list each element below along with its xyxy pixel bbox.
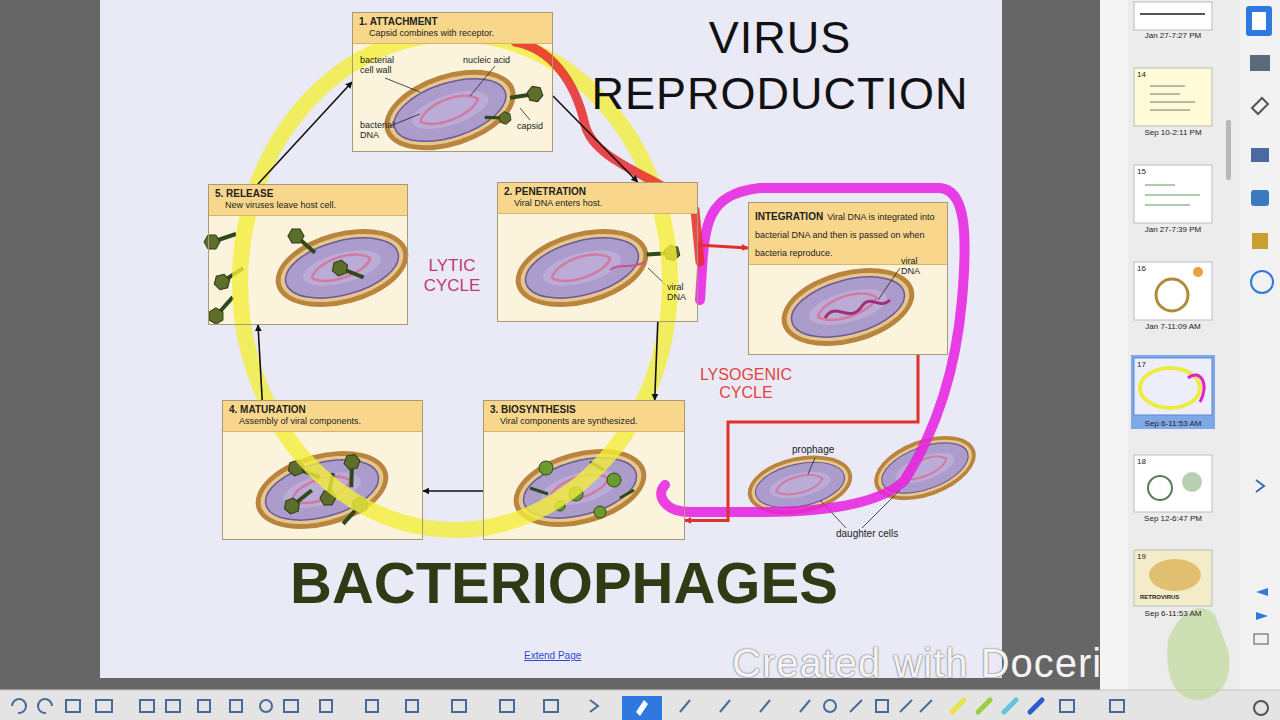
subject-heading: BACTERIOPHAGES (290, 550, 838, 617)
slide-date: Sep 10-2:11 PM (1130, 128, 1216, 137)
slide-date: Sep 6-11:53 AM (1130, 609, 1216, 618)
part-label: bacterial DNA (360, 120, 406, 141)
stage-description: Viral DNA enters host. (504, 198, 691, 209)
slide-date: Jan 27-7:27 PM (1130, 31, 1216, 40)
box-header: 5. RELEASENew viruses leave host cell. (209, 185, 407, 216)
cycle-arrow (258, 82, 352, 184)
slide-date: Sep 6-11:53 AM (1130, 419, 1216, 428)
cycle-label: LYTIC CYCLE (416, 256, 488, 295)
slide-number: 18 (1137, 457, 1146, 466)
box-header: 1. ATTACHMENTCapsid combines with recept… (353, 13, 552, 44)
part-label: viral DNA (901, 256, 931, 277)
cycle-arrow (698, 245, 748, 248)
part-label: viral DNA (667, 282, 697, 303)
stage-heading: 2. PENETRATION (504, 186, 691, 198)
part-label: capsid (517, 121, 543, 131)
slide-number: 14 (1137, 70, 1146, 79)
slide-date: Jan 27-7:39 PM (1130, 225, 1216, 234)
part-label: daughter cells (836, 528, 898, 540)
slide-number: 15 (1137, 167, 1146, 176)
stage-description: Viral components are synthesized. (490, 416, 678, 427)
cycle-arrow (655, 322, 658, 400)
stage-heading: 3. BIOSYNTHESIS (490, 404, 678, 416)
part-label: nucleic acid (463, 55, 510, 65)
box-header: 2. PENETRATIONViral DNA enters host. (498, 183, 697, 214)
stage-heading: 4. MATURATION (229, 404, 416, 416)
stage-heading: 1. ATTACHMENT (359, 16, 546, 28)
stage-heading: INTEGRATION (755, 211, 823, 222)
cycle-label: LYSOGENIC CYCLE (688, 366, 804, 403)
stage-box: INTEGRATIONViral DNA is integrated into … (748, 202, 948, 355)
cycle-arrow (423, 490, 483, 492)
cycle-arrow (258, 325, 262, 400)
watermark: Created with Doceri (732, 640, 1102, 686)
stage-box: 3. BIOSYNTHESISViral components are synt… (483, 400, 685, 540)
part-label: bacterial cell wall (360, 55, 406, 76)
slide-number: 16 (1137, 264, 1146, 273)
part-label: prophage (792, 444, 834, 456)
stage-box: 5. RELEASENew viruses leave host cell. (208, 184, 408, 325)
stage-description: Assembly of viral components. (229, 416, 416, 427)
stage-heading: 5. RELEASE (215, 188, 401, 200)
box-header: 4. MATURATIONAssembly of viral component… (223, 401, 422, 432)
box-header: 3. BIOSYNTHESISViral components are synt… (484, 401, 684, 432)
stage-box: 4. MATURATIONAssembly of viral component… (222, 400, 423, 540)
page-link: Extend Page (524, 650, 581, 662)
box-header: INTEGRATIONViral DNA is integrated into … (749, 203, 947, 265)
slide-number: 17 (1137, 360, 1146, 369)
stage-description: Capsid combines with receptor. (359, 28, 546, 39)
slide-number: 19 (1137, 552, 1146, 561)
slide-date: Sep 12-6:47 PM (1130, 514, 1216, 523)
slide-date: Jan 7-11:09 AM (1130, 322, 1216, 331)
thumbnail-text: RETROVIRUS (1140, 594, 1179, 601)
diagram-title: VIRUS REPRODUCTION (590, 10, 970, 122)
stage-description: New viruses leave host cell. (215, 200, 401, 211)
cycle-arrow (685, 355, 918, 520)
